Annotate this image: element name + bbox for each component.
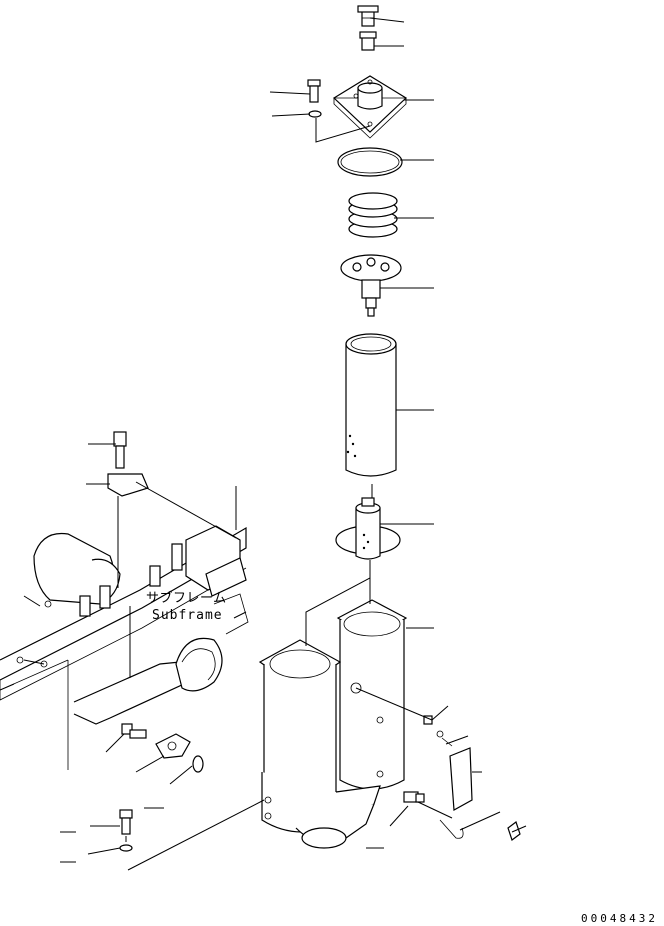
sensor-flange-part <box>155 733 191 759</box>
filter-housing-part <box>258 599 408 849</box>
dust-indicator-part <box>403 791 425 803</box>
subframe-label-en: Subframe <box>152 608 223 623</box>
lower-bolt-part <box>119 809 133 835</box>
subframe-label-jp: サブフレーム <box>146 591 227 606</box>
safety-element-part <box>335 497 401 560</box>
spring-part <box>348 192 398 238</box>
gasket-part <box>192 755 204 773</box>
filter-element-part <box>345 333 397 477</box>
valve-assembly-part <box>340 254 402 317</box>
callout-leaders <box>0 17 527 863</box>
connector-part <box>121 723 147 739</box>
drawing-number: 00048432 <box>581 912 658 925</box>
top-bolt-part <box>357 5 379 27</box>
lower-washer-part <box>119 844 133 852</box>
subframe-structure <box>0 431 249 770</box>
cover-plate-part <box>333 75 407 139</box>
cover-washer-part <box>308 110 322 118</box>
clip-bolt-part <box>423 715 521 841</box>
plug-part <box>359 31 377 51</box>
o-ring-part <box>337 147 403 177</box>
cover-bolt-part <box>307 79 321 103</box>
bracket-plate-part <box>436 730 473 839</box>
